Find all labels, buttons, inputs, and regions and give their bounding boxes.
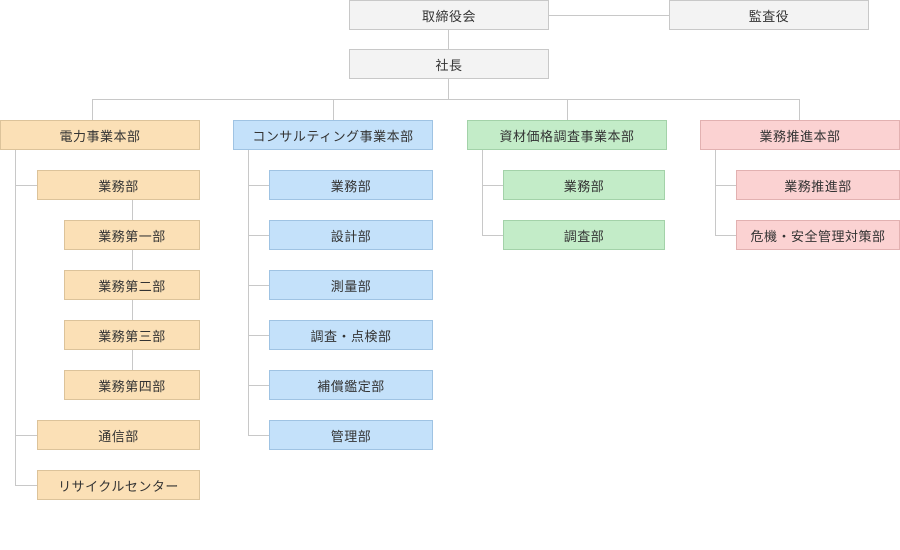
board-box: 取締役会 (349, 0, 549, 30)
dept-kanri: 管理部 (269, 420, 433, 450)
connector-line (248, 149, 249, 435)
connector-line (715, 185, 736, 186)
connector-line (448, 29, 449, 49)
dept-kiki-anzen: 危機・安全管理対策部 (736, 220, 900, 250)
dept-hosho-kantei: 補償鑑定部 (269, 370, 433, 400)
connector-line (15, 435, 37, 436)
connector-line (92, 99, 800, 100)
connector-line (248, 235, 269, 236)
connector-line (92, 99, 93, 121)
connector-line (548, 15, 669, 16)
dept-tsushin: 通信部 (37, 420, 200, 450)
section-gyomu-4: 業務第四部 (64, 370, 200, 400)
dept-chosa-tenken: 調査・点検部 (269, 320, 433, 350)
connector-line (482, 149, 483, 235)
connector-line (248, 185, 269, 186)
division-consulting: コンサルティング事業本部 (233, 120, 433, 150)
president-box: 社長 (349, 49, 549, 79)
connector-line (15, 185, 37, 186)
connector-line (799, 99, 800, 121)
connector-line (333, 99, 334, 121)
connector-line (482, 235, 503, 236)
dept-gyomu: 業務部 (503, 170, 665, 200)
connector-line (715, 235, 736, 236)
section-gyomu-3: 業務第三部 (64, 320, 200, 350)
connector-line (482, 185, 503, 186)
connector-line (448, 78, 449, 99)
connector-line (248, 435, 269, 436)
connector-line (15, 485, 37, 486)
dept-chosa: 調査部 (503, 220, 665, 250)
section-gyomu-1: 業務第一部 (64, 220, 200, 250)
section-gyomu-2: 業務第二部 (64, 270, 200, 300)
division-power: 電力事業本部 (0, 120, 200, 150)
connector-line (248, 335, 269, 336)
connector-line (248, 385, 269, 386)
dept-recycle-center: リサイクルセンター (37, 470, 200, 500)
division-business-promotion: 業務推進本部 (700, 120, 900, 150)
auditor-box: 監査役 (669, 0, 869, 30)
connector-line (715, 149, 716, 235)
connector-line (248, 285, 269, 286)
dept-gyomu: 業務部 (37, 170, 200, 200)
dept-sokuryo: 測量部 (269, 270, 433, 300)
division-materials-price: 資材価格調査事業本部 (467, 120, 667, 150)
connector-line (567, 99, 568, 121)
connector-line (15, 149, 16, 485)
dept-gyomu: 業務部 (269, 170, 433, 200)
dept-sekkei: 設計部 (269, 220, 433, 250)
dept-gyomu-suishin: 業務推進部 (736, 170, 900, 200)
